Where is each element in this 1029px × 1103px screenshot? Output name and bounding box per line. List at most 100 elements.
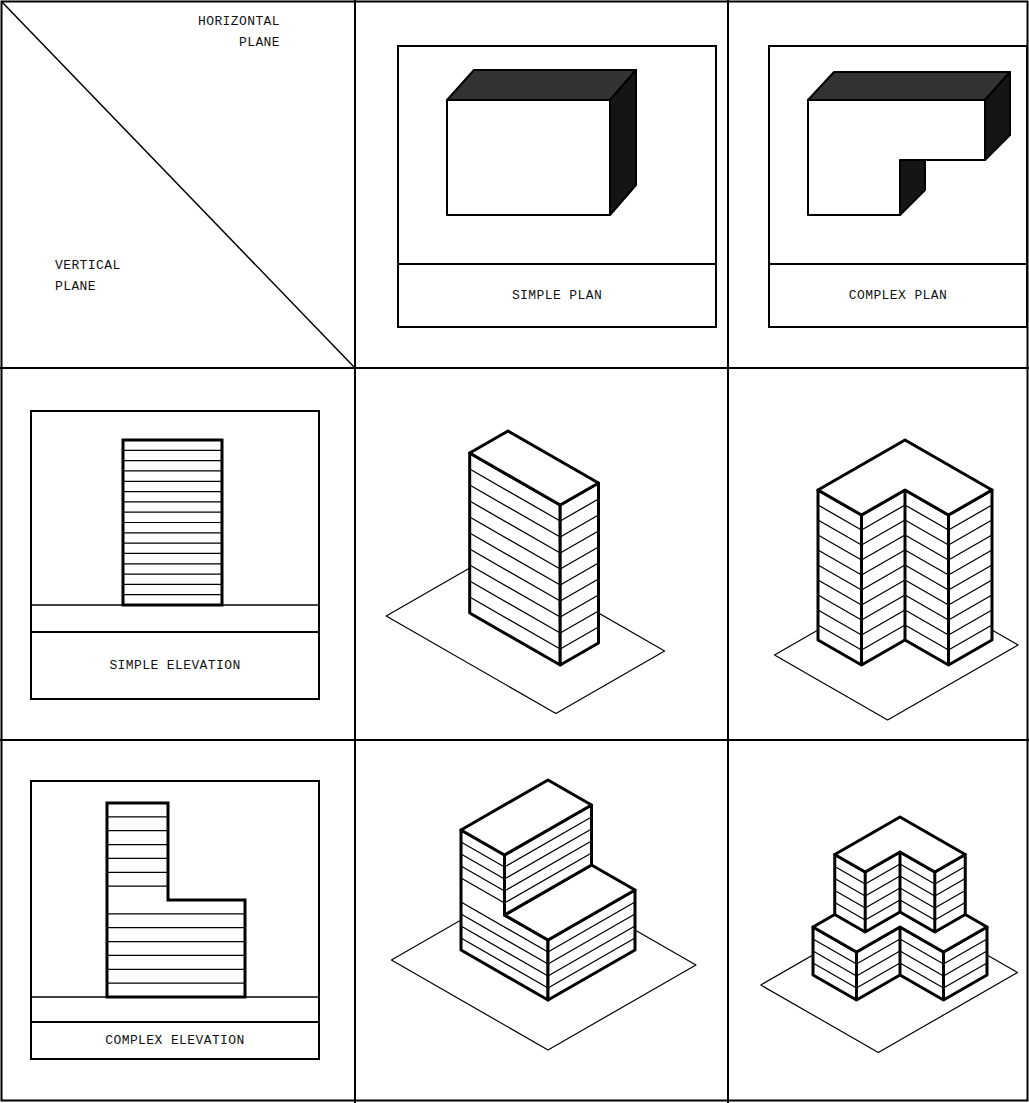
complex-plan-block bbox=[808, 72, 1010, 215]
simple-elevation-drawing-part bbox=[123, 594, 222, 595]
complex-elevation-drawing-part bbox=[107, 803, 245, 997]
complex-elevation-drawing-part bbox=[107, 969, 245, 970]
panel-title: COMPLEX PLAN bbox=[849, 288, 947, 303]
simple-elevation-drawing-part bbox=[123, 450, 222, 451]
complex-complex-building-part bbox=[933, 872, 936, 932]
complex-complex-building-part bbox=[813, 939, 987, 964]
simple-simple-building-part bbox=[470, 431, 599, 505]
complex-elevation-drawing-part bbox=[107, 817, 245, 983]
panel-title: SIMPLE PLAN bbox=[512, 288, 602, 303]
simple-elevation-drawing-part bbox=[123, 553, 222, 554]
simple-plan-block-part bbox=[610, 70, 636, 215]
grid-lines-part bbox=[0, 739, 1029, 741]
complex-plan-simple-elevation-building-part bbox=[818, 625, 992, 650]
panel-box: SIMPLE ELEVATION bbox=[30, 410, 320, 700]
complex-elevation-drawing-part bbox=[107, 816, 168, 817]
complex-elevation-drawing-part bbox=[107, 982, 245, 983]
simple-plan-block-part bbox=[447, 100, 610, 215]
complex-plan-simple-elevation-building-part bbox=[818, 595, 992, 620]
simple-elevation-drawing-part bbox=[123, 542, 222, 543]
complex-complex-building-part bbox=[835, 864, 966, 884]
complex-plan-simple-elevation-building-part bbox=[818, 565, 992, 590]
simple-simple-building bbox=[386, 431, 664, 714]
complex-elevation-drawing bbox=[31, 803, 319, 997]
label-strip: COMPLEX ELEVATION bbox=[32, 1021, 318, 1058]
panel-box: COMPLEX ELEVATION bbox=[30, 780, 320, 1060]
complex-elevation-drawing-part bbox=[107, 927, 245, 928]
complex-plan-simple-elevation-building-part bbox=[818, 505, 992, 530]
simple-simple-building-part bbox=[470, 517, 599, 569]
grid-lines-part bbox=[0, 367, 1029, 369]
simple-elevation-drawing-part bbox=[123, 470, 222, 471]
panel-box: SIMPLE PLAN bbox=[397, 45, 717, 328]
complex-elevation-drawing-part bbox=[107, 830, 168, 831]
complex-elevation-drawing-part bbox=[107, 844, 168, 845]
simple-simple-building-part bbox=[470, 469, 599, 521]
simple-plan-complex-elevation-building-part bbox=[461, 914, 635, 964]
simple-plan-complex-elevation-building-part bbox=[461, 817, 592, 867]
complex-plan-simple-elevation-building-part bbox=[818, 490, 992, 665]
complex-complex-building-part bbox=[813, 864, 987, 988]
simple-elevation-drawing-part bbox=[123, 573, 222, 574]
simple-elevation-drawing bbox=[31, 440, 319, 605]
simple-elevation-drawing-part bbox=[123, 532, 222, 533]
simple-plan-complex-elevation-building-part bbox=[461, 817, 635, 988]
panel-title: COMPLEX ELEVATION bbox=[105, 1033, 244, 1048]
complex-plan-simple-elevation-building bbox=[775, 440, 1019, 720]
simple-plan-complex-elevation-building-part bbox=[461, 926, 635, 976]
simple-simple-building-part bbox=[470, 565, 599, 617]
label-strip: COMPLEX PLAN bbox=[770, 263, 1026, 326]
simple-elevation-drawing-part bbox=[123, 512, 222, 513]
simple-plan-complex-elevation-building-part bbox=[461, 902, 635, 952]
complex-plan-simple-elevation-building-part bbox=[818, 440, 992, 515]
simple-elevation-drawing-part bbox=[123, 501, 222, 502]
complex-complex-building-part bbox=[813, 951, 987, 976]
label-strip: SIMPLE ELEVATION bbox=[32, 631, 318, 698]
axis-label: VERTICAL PLANE bbox=[55, 255, 127, 297]
complex-complex-building bbox=[761, 817, 1018, 1053]
simple-plan-complex-elevation-building-part bbox=[461, 780, 592, 855]
simple-plan-block bbox=[447, 70, 636, 215]
complex-elevation-drawing-part bbox=[107, 885, 168, 886]
complex-plan-simple-elevation-building-part bbox=[818, 505, 992, 650]
simple-plan-block-part bbox=[447, 70, 636, 100]
simple-plan-complex-elevation-building bbox=[391, 780, 696, 1050]
simple-simple-building-part bbox=[470, 501, 599, 553]
complex-plan-block-part bbox=[808, 100, 985, 215]
axis-label: HORIZONTAL PLANE bbox=[190, 11, 280, 53]
simple-elevation-drawing-part bbox=[123, 491, 222, 492]
grid-lines-part bbox=[727, 0, 729, 1103]
complex-elevation-drawing-part bbox=[107, 955, 245, 956]
panel-box: COMPLEX PLAN bbox=[768, 45, 1028, 328]
simple-simple-building-part bbox=[470, 485, 599, 537]
complex-plan-simple-elevation-building-part bbox=[818, 535, 992, 560]
complex-plan-simple-elevation-building-part bbox=[818, 610, 992, 635]
simple-simple-building-part bbox=[470, 549, 599, 601]
complex-elevation-drawing-part bbox=[107, 872, 168, 873]
grid-lines-part bbox=[354, 0, 356, 1103]
simple-elevation-drawing-part bbox=[123, 481, 222, 482]
simple-simple-building-part bbox=[470, 581, 599, 633]
simple-elevation-drawing-part bbox=[123, 460, 222, 461]
simple-simple-building-part bbox=[470, 533, 599, 585]
simple-simple-building-part bbox=[470, 469, 599, 649]
complex-elevation-drawing-part bbox=[107, 941, 245, 942]
simple-elevation-drawing-part bbox=[123, 450, 222, 594]
simple-elevation-drawing-part bbox=[123, 563, 222, 564]
complex-plan-block-part bbox=[808, 72, 1010, 100]
complex-plan-simple-elevation-building-part bbox=[818, 580, 992, 605]
complex-plan-simple-elevation-building-part bbox=[818, 520, 992, 545]
complex-plan-block-part bbox=[985, 72, 1010, 160]
simple-plan-complex-elevation-building-part bbox=[461, 938, 635, 988]
complex-elevation-drawing-part bbox=[107, 858, 168, 859]
complex-plan-simple-elevation-building-part bbox=[818, 550, 992, 575]
complex-elevation-drawing-part bbox=[107, 913, 245, 914]
complex-complex-building-part bbox=[813, 963, 987, 988]
complex-complex-building-part bbox=[835, 888, 966, 908]
complex-complex-building-part bbox=[835, 900, 966, 920]
complex-complex-building-part bbox=[835, 876, 966, 896]
